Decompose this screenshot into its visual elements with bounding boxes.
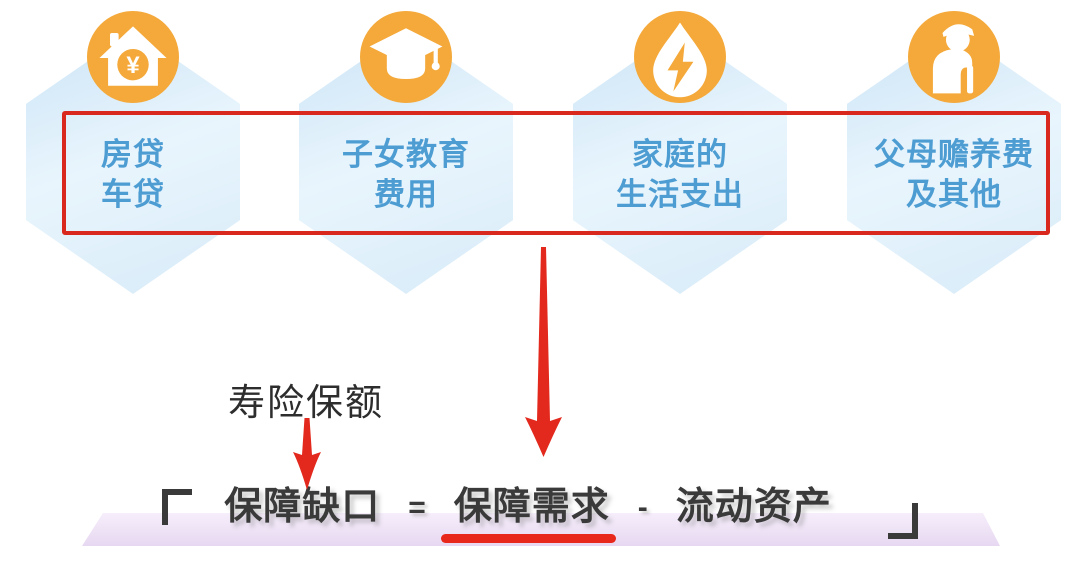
- open-corner-bracket-icon: [162, 489, 193, 525]
- label-line: 家庭的: [632, 137, 728, 172]
- highlight-frame: [62, 111, 1050, 235]
- elderly-person-icon: [908, 11, 1000, 103]
- equals-sign: =: [408, 491, 426, 524]
- formula-term-assets: 流动资产: [675, 486, 832, 528]
- small-down-arrow: [293, 418, 321, 490]
- label-line: 父母赡养费: [874, 137, 1034, 172]
- formula-row: 保障缺口 = 保障需求 - 流动资产: [0, 486, 1080, 543]
- hexagon-label-mortgage: 房贷 车贷: [26, 135, 240, 215]
- house-yen-icon: ¥: [87, 11, 179, 103]
- hexagon-label-parent-support: 父母赡养费 及其他: [847, 135, 1061, 215]
- formula-term-need: 保障需求: [440, 486, 616, 543]
- minus-sign: -: [637, 491, 648, 524]
- formula-term-need-text: 保障需求: [453, 486, 610, 528]
- hexagon-label-education: 子女教育 费用: [299, 135, 513, 215]
- hexagon-label-living-expense: 家庭的 生活支出: [573, 135, 787, 215]
- label-line: 生活支出: [616, 177, 744, 212]
- formula-term-gap: 保障缺口: [224, 486, 381, 528]
- svg-text:¥: ¥: [126, 52, 140, 79]
- label-line: 费用: [374, 177, 438, 212]
- red-underline: [440, 534, 616, 543]
- label-line: 子女教育: [342, 137, 470, 172]
- label-line: 房贷: [101, 137, 165, 172]
- close-corner-bracket-icon: [887, 503, 918, 539]
- graduation-cap-icon: [360, 11, 452, 103]
- label-line: 及其他: [906, 177, 1002, 212]
- water-drop-lightning-icon: [634, 11, 726, 103]
- annotation-life-insurance-amount: 寿险保额: [228, 382, 384, 423]
- label-line: 车贷: [101, 177, 165, 212]
- big-down-arrow: [525, 247, 562, 457]
